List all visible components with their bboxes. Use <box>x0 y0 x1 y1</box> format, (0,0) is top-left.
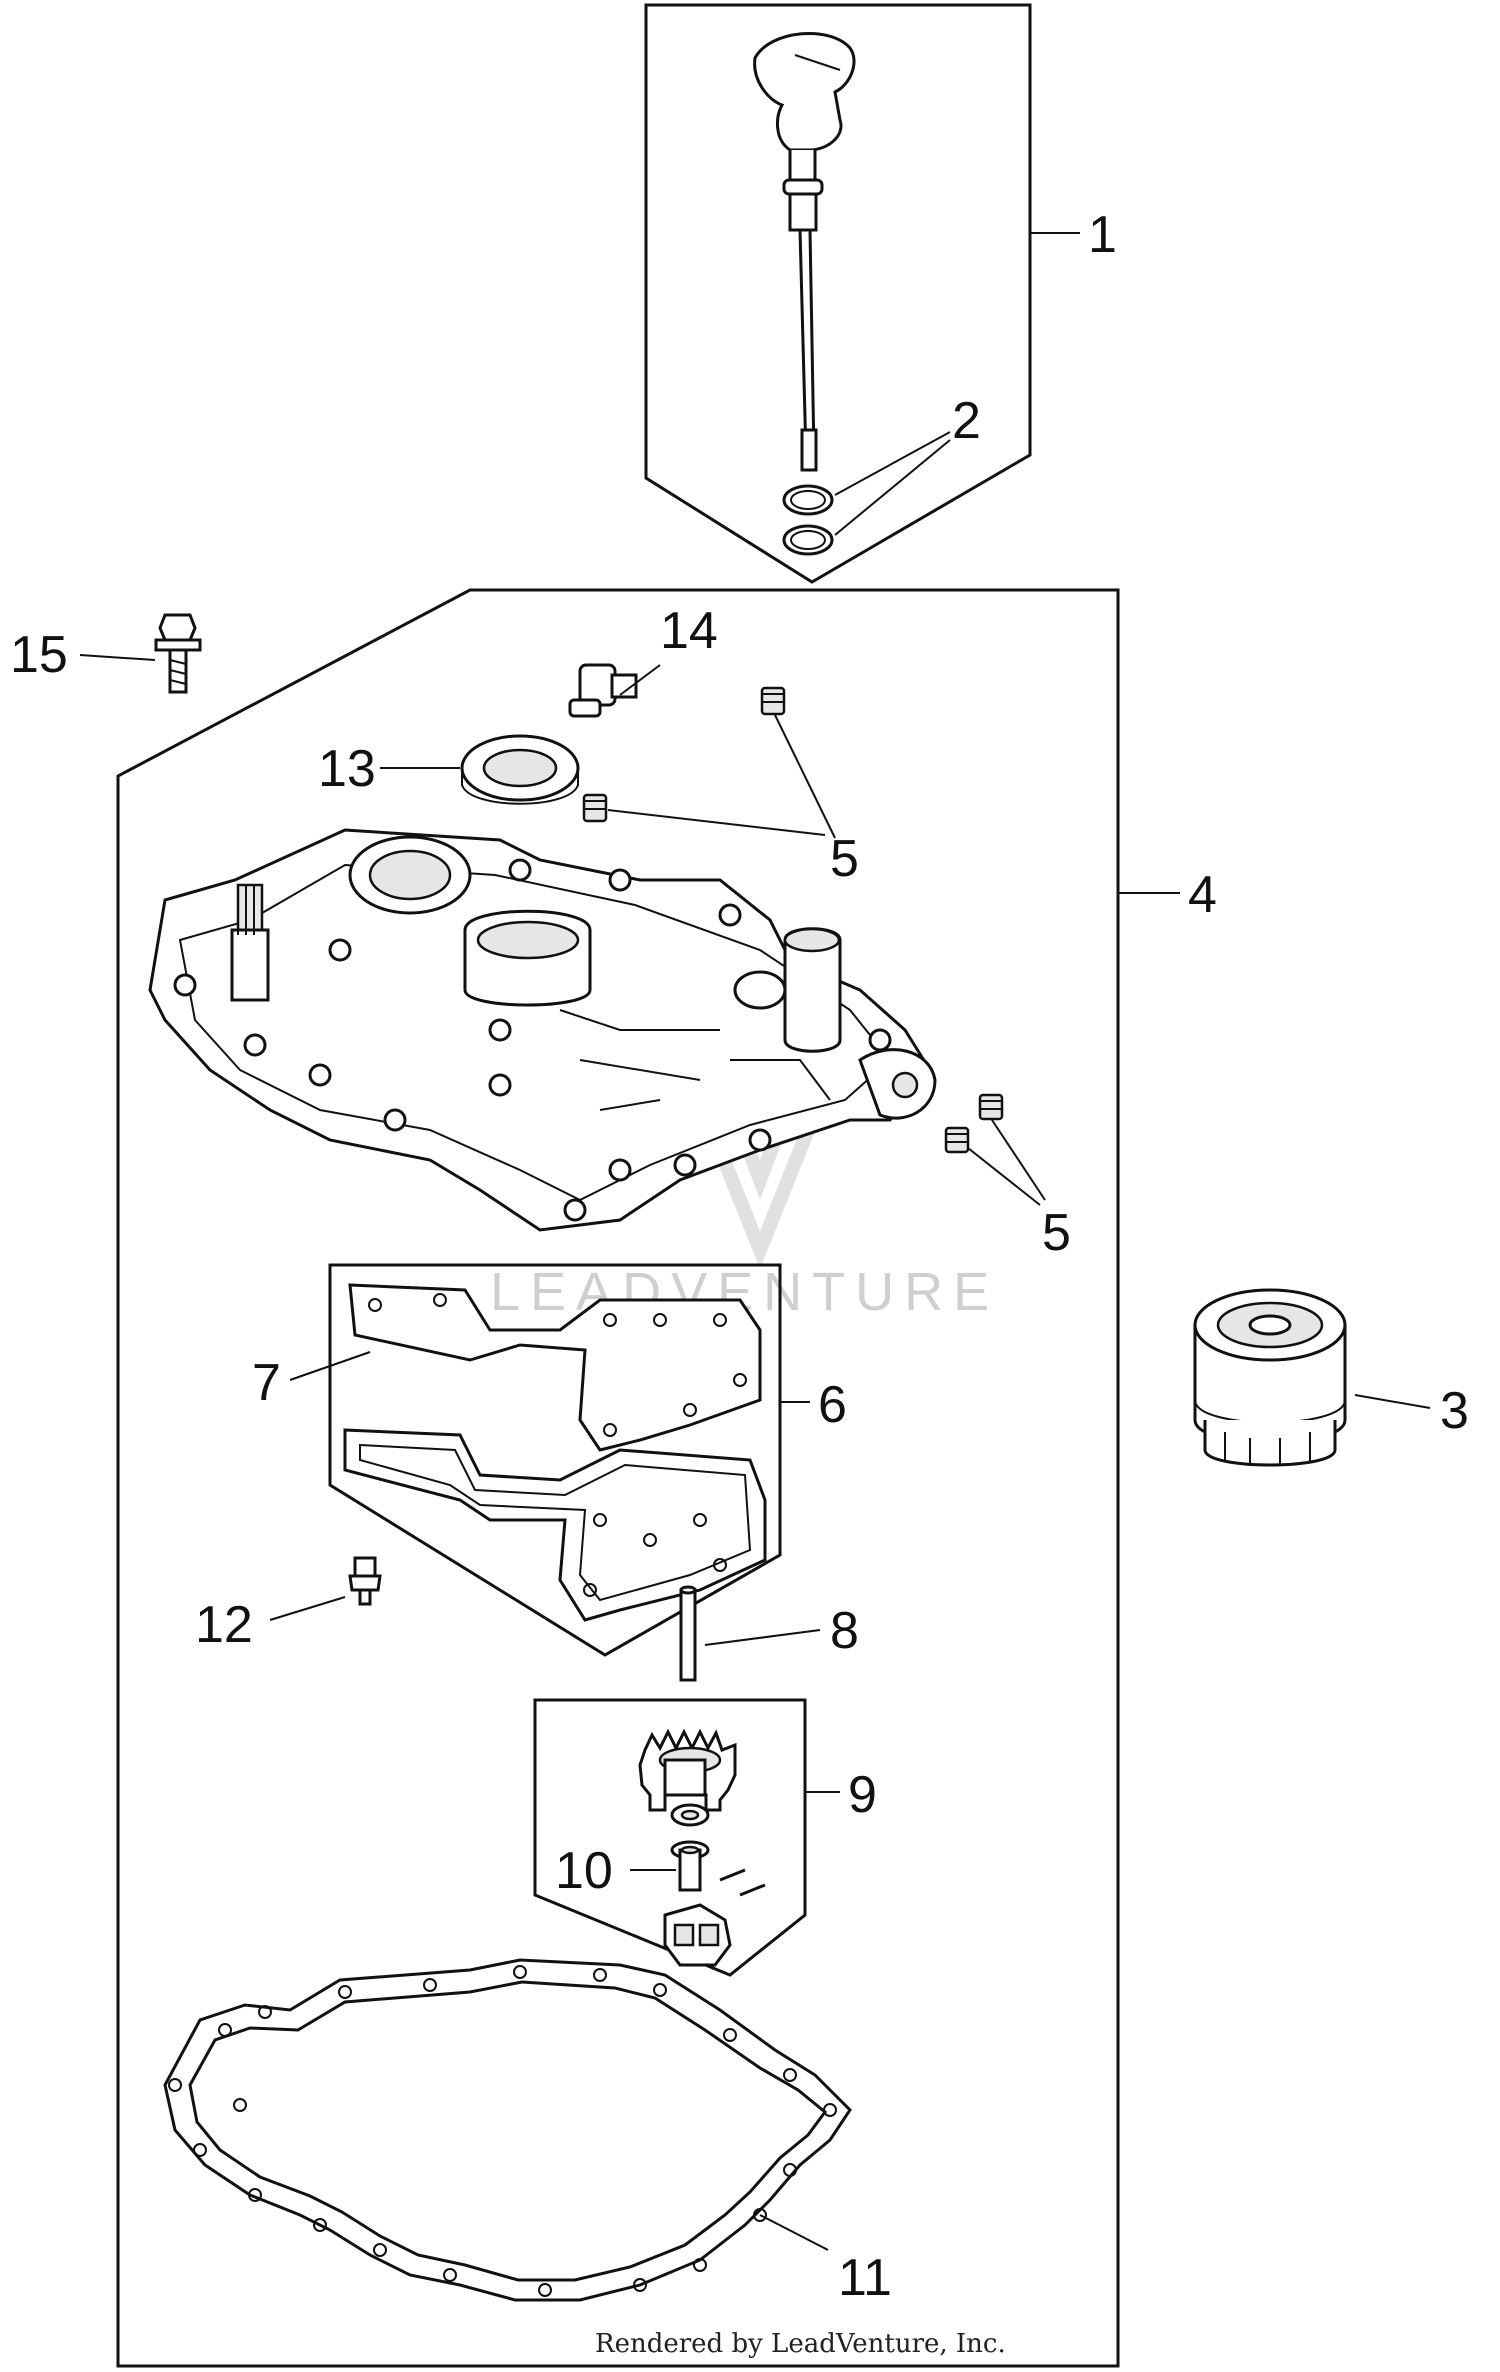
oil-filter <box>1193 1288 1347 1467</box>
callout-2: 2 <box>952 392 981 450</box>
callout-10: 10 <box>555 1842 613 1900</box>
callout-5-lower: 5 <box>1042 1204 1071 1262</box>
dowel-pin <box>582 793 608 823</box>
callout-13: 13 <box>318 740 376 798</box>
pump-pin <box>670 1840 710 1892</box>
callout-3: 3 <box>1440 1382 1469 1440</box>
oil-seal <box>460 734 580 805</box>
oil-pan-gasket <box>163 1958 852 2302</box>
gasket-channel-plate <box>343 1428 767 1622</box>
dowel-pin <box>944 1126 970 1154</box>
pump-shaft <box>679 1585 697 1682</box>
pump-roller-pins <box>719 1868 766 1897</box>
callout-7: 7 <box>252 1354 281 1412</box>
credit-text: Rendered by LeadVenture, Inc. <box>595 2329 1006 2359</box>
pump-gear <box>638 1728 737 1812</box>
callout-14: 14 <box>660 602 718 660</box>
callout-4: 4 <box>1188 866 1217 924</box>
dowel-pin <box>978 1093 1004 1121</box>
bolt <box>154 613 202 694</box>
screw <box>348 1556 382 1606</box>
oil-pump-kit-outline <box>533 1698 807 1977</box>
o-ring-pair <box>782 484 834 556</box>
elbow-fitting <box>568 663 638 718</box>
dipstick <box>753 31 856 472</box>
oil-pan-cover <box>148 828 937 1232</box>
dipstick-kit-outline <box>644 3 1032 584</box>
callout-12: 12 <box>195 1596 253 1654</box>
callout-6: 6 <box>818 1376 847 1434</box>
gasket-plate <box>348 1283 762 1452</box>
callout-8: 8 <box>830 1602 859 1660</box>
callout-11: 11 <box>838 2249 892 2307</box>
callout-1: 1 <box>1088 206 1117 264</box>
dowel-pin <box>760 686 786 716</box>
callout-15: 15 <box>10 626 68 684</box>
oil-pan-assembly-outline <box>116 588 1120 2368</box>
callout-9: 9 <box>848 1766 877 1824</box>
washer <box>670 1803 710 1827</box>
callout-5-upper: 5 <box>830 830 859 888</box>
pump-rotor <box>663 1903 732 1967</box>
